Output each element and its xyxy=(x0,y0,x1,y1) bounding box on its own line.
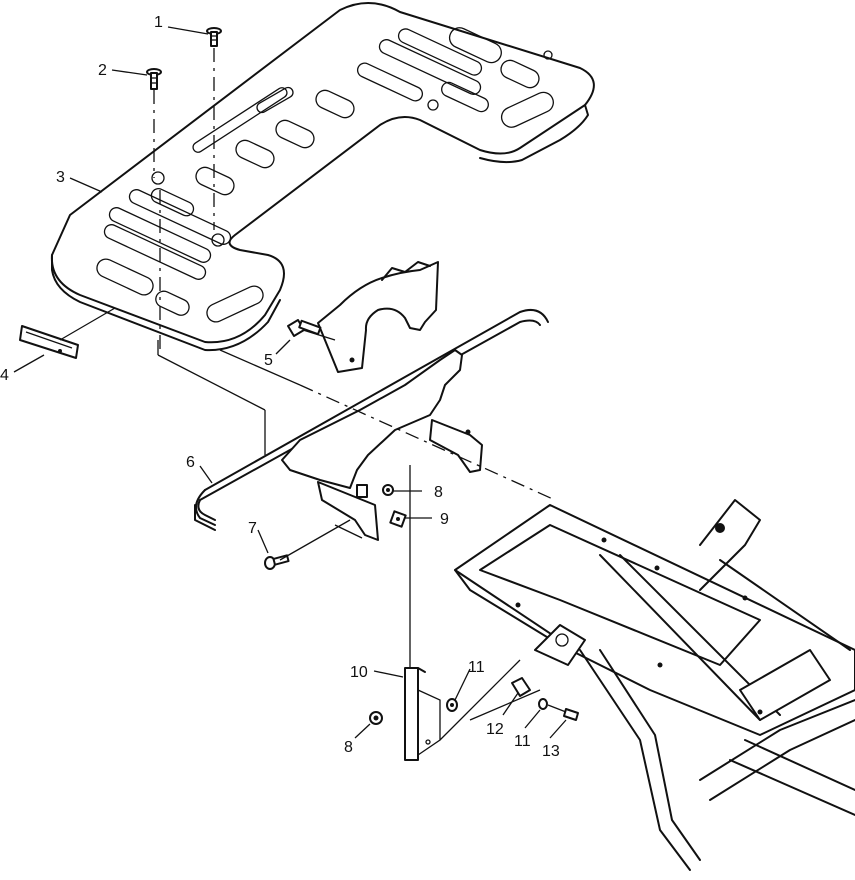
callout-labels: 1 2 3 4 5 6 7 8 9 10 11 12 11 13 8 xyxy=(0,14,560,760)
fender-section xyxy=(317,261,439,373)
callout-5: 5 xyxy=(264,352,273,369)
callout-11-upper: 11 xyxy=(468,659,485,676)
callout-10: 10 xyxy=(350,664,368,681)
callout-1: 1 xyxy=(154,14,163,31)
callout-leaders xyxy=(13,26,567,739)
screw-1 xyxy=(206,27,222,47)
mount-bar xyxy=(404,667,441,761)
grab-bar xyxy=(194,309,549,531)
callout-12: 12 xyxy=(486,721,504,738)
callout-4: 4 xyxy=(0,367,9,384)
assembly-lines xyxy=(59,48,556,741)
rear-bracket xyxy=(281,349,483,541)
callout-2: 2 xyxy=(98,62,107,79)
atv-frame xyxy=(454,499,855,871)
callout-3: 3 xyxy=(56,169,65,186)
callout-9: 9 xyxy=(440,511,449,528)
screw-2 xyxy=(146,68,162,90)
callout-8-lower: 8 xyxy=(344,739,353,756)
reflector xyxy=(19,325,79,359)
callout-11-lower: 11 xyxy=(514,733,531,750)
callout-13: 13 xyxy=(542,743,560,760)
callout-8-upper: 8 xyxy=(434,484,443,501)
callout-6: 6 xyxy=(186,454,195,471)
callout-7: 7 xyxy=(248,520,257,537)
rear-rack xyxy=(50,1,595,352)
